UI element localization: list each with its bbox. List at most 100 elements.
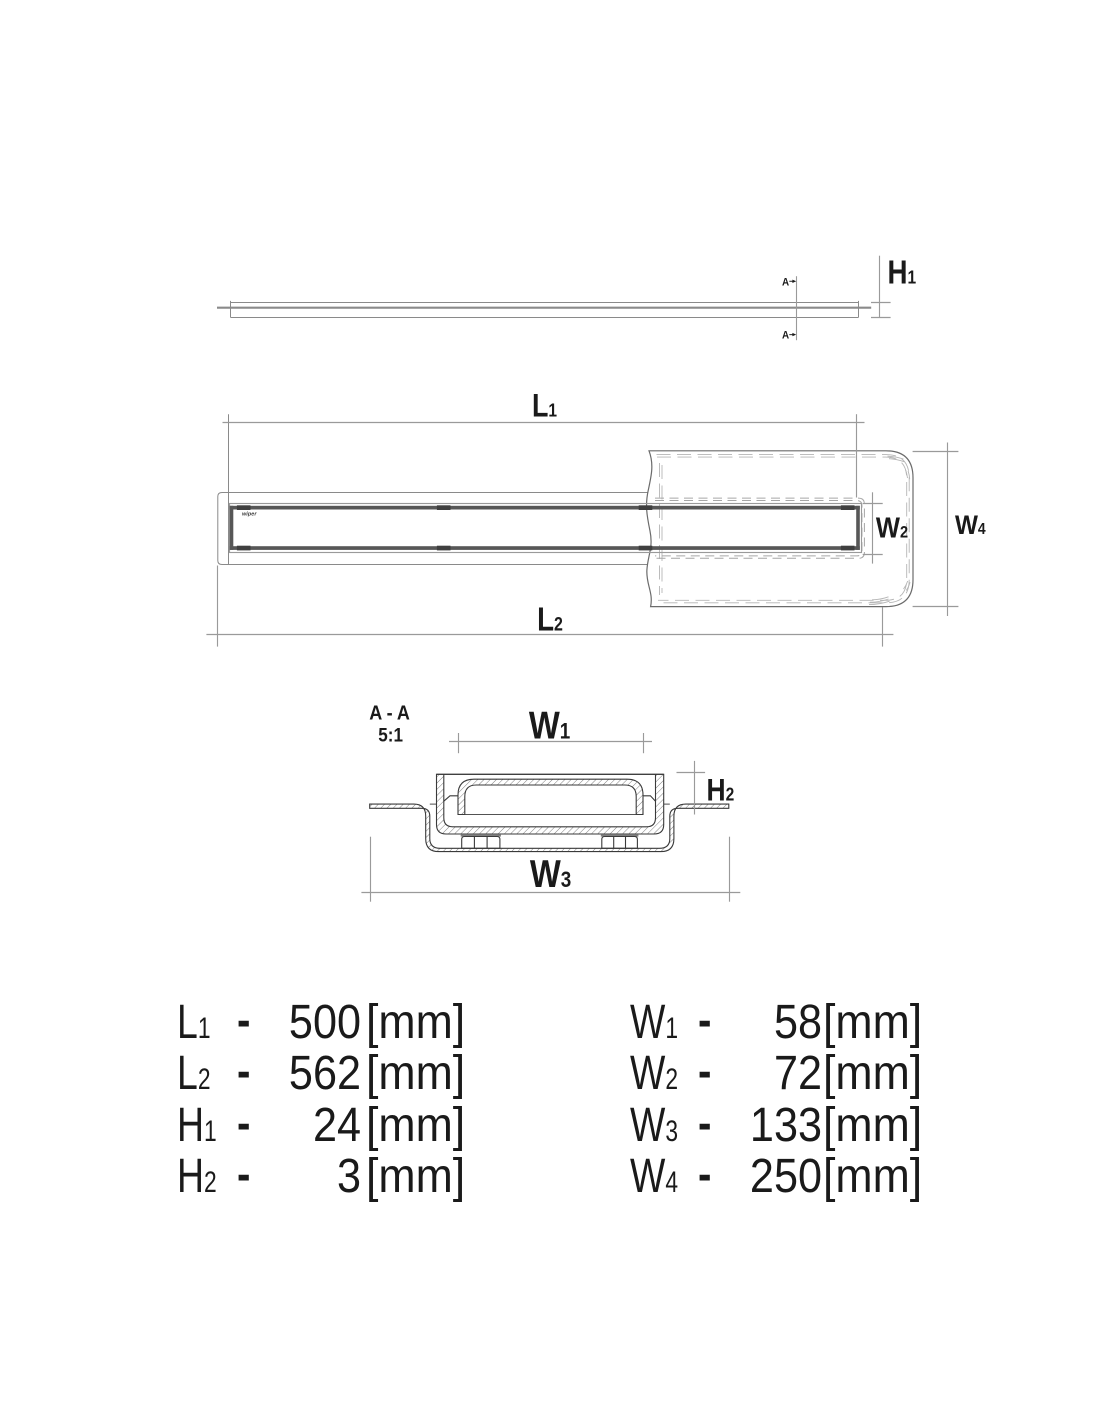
frame-clip bbox=[840, 505, 855, 510]
label-sub: 1 bbox=[908, 267, 917, 288]
label-main: A bbox=[782, 277, 790, 289]
drawing-shape bbox=[905, 582, 911, 591]
section-arrow-bottom bbox=[792, 332, 797, 337]
dim-symbol-sub: 2 bbox=[203, 1166, 217, 1199]
w4-dimension: W4 bbox=[912, 442, 986, 616]
dim-symbol: W3 bbox=[630, 1101, 678, 1149]
dimension-line bbox=[228, 502, 863, 554]
frame-clip bbox=[840, 545, 855, 551]
dim-symbol: L2 bbox=[177, 1050, 211, 1098]
washer bbox=[600, 834, 639, 837]
dim-symbol-main: W bbox=[629, 1150, 665, 1203]
label-sub: 4 bbox=[978, 521, 987, 538]
frame-band-bottom bbox=[229, 546, 860, 550]
dim-symbol-main: W bbox=[629, 1047, 665, 1100]
label-main: W bbox=[529, 703, 560, 747]
membrane bbox=[645, 450, 914, 608]
plan-view: wiper L1 L2 W2 W4 bbox=[206, 389, 986, 647]
dim-symbol-main: W bbox=[629, 1098, 665, 1152]
brand-logo: wiper bbox=[242, 511, 257, 517]
h1-dimension: H1 bbox=[871, 254, 917, 319]
side-view-channel-bar bbox=[217, 300, 872, 318]
label-main: H bbox=[707, 773, 726, 808]
frame-clips bbox=[236, 505, 855, 551]
drawing-shape bbox=[869, 598, 889, 603]
drawing-shape bbox=[905, 469, 908, 479]
h2-label: H2 bbox=[707, 773, 735, 808]
w4-label: W4 bbox=[955, 511, 986, 540]
membrane-dash-outer bbox=[657, 456, 908, 601]
membrane-corner-bends bbox=[868, 455, 911, 606]
dim-symbol-main: H bbox=[176, 1150, 204, 1203]
drawing-shape bbox=[903, 580, 909, 590]
label-main: L bbox=[537, 601, 554, 638]
dim-symbol: W1 bbox=[630, 998, 678, 1046]
section-cut-line: A A bbox=[782, 276, 798, 342]
dim-symbol-main: W bbox=[629, 995, 665, 1049]
membrane-dash-inner bbox=[656, 454, 910, 604]
hidden-edge-dash-line bbox=[655, 497, 865, 559]
section-frame-body bbox=[435, 773, 665, 835]
label-sub: 1 bbox=[548, 400, 557, 421]
l2-label: L2 bbox=[537, 601, 563, 638]
dim-symbol: H2 bbox=[177, 1153, 217, 1201]
dim-symbol: W4 bbox=[630, 1153, 678, 1201]
plan-channel-frame: wiper bbox=[228, 502, 863, 554]
dim-symbol-sub: 1 bbox=[203, 1114, 217, 1148]
membrane-outline bbox=[645, 450, 914, 608]
section-title: A - A bbox=[369, 702, 410, 724]
frame-clip bbox=[236, 505, 251, 510]
h1-label: H1 bbox=[888, 254, 917, 291]
dim-symbol-main: L bbox=[176, 1047, 198, 1100]
section-edge-line bbox=[601, 835, 638, 849]
section-edge-line bbox=[461, 835, 501, 849]
drawing-shape bbox=[907, 470, 911, 480]
section-nuts bbox=[460, 834, 639, 849]
section-outer-shell bbox=[369, 803, 730, 853]
side-view: A A H1 bbox=[217, 254, 917, 342]
label-main: W bbox=[955, 511, 979, 540]
dim-symbol-sub: 2 bbox=[197, 1063, 211, 1096]
label-sub: 3 bbox=[561, 867, 572, 892]
dim-symbol-sub: 2 bbox=[664, 1063, 678, 1096]
w3-label: W3 bbox=[530, 851, 571, 895]
label-main: A bbox=[782, 330, 790, 342]
frame-clip bbox=[638, 505, 653, 510]
drawing-shape bbox=[887, 455, 904, 460]
section-marker-bottom: A bbox=[782, 330, 790, 342]
section-view: A - A 5:1 W1 bbox=[361, 702, 741, 902]
section-marker-top: A bbox=[782, 277, 790, 289]
dim-symbol: W2 bbox=[630, 1050, 678, 1098]
frame-clip bbox=[436, 505, 451, 510]
section-arrow-top bbox=[792, 279, 797, 283]
dim-symbol-sub: 4 bbox=[664, 1166, 678, 1199]
l2-dimension: L2 bbox=[206, 565, 894, 647]
dim-symbol-sub: 1 bbox=[664, 1011, 678, 1045]
label-sub: 2 bbox=[554, 613, 563, 635]
dim-symbol: L1 bbox=[177, 998, 211, 1046]
dim-symbol-sub: 3 bbox=[664, 1114, 678, 1148]
l1-dimension: L1 bbox=[222, 389, 865, 498]
w2-label: W2 bbox=[876, 511, 908, 544]
label-sub: 2 bbox=[726, 784, 735, 805]
section-ledge-left bbox=[443, 795, 458, 802]
frame-clip bbox=[436, 545, 451, 551]
washer bbox=[460, 834, 501, 837]
label-main: W bbox=[530, 851, 561, 895]
frame-clip bbox=[638, 545, 653, 551]
label-sub: 1 bbox=[560, 719, 571, 744]
label-main: H bbox=[888, 254, 908, 291]
l1-label: L1 bbox=[532, 389, 558, 425]
w3-dimension: W3 bbox=[361, 836, 741, 902]
label-main: L bbox=[532, 389, 548, 425]
drawing-shape bbox=[868, 600, 890, 606]
w1-dimension: W1 bbox=[449, 703, 652, 754]
section-scale: 5:1 bbox=[378, 724, 403, 745]
frame-band-right bbox=[856, 505, 860, 550]
drawing-shape bbox=[888, 458, 905, 463]
label-sub: 2 bbox=[900, 523, 908, 541]
dim-symbol-main: L bbox=[176, 995, 198, 1049]
